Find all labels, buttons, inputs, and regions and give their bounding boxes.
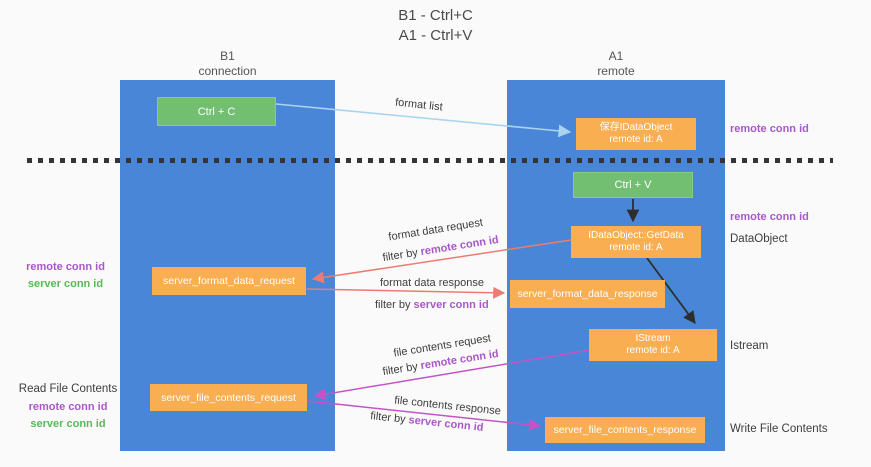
annotation-remote-conn-id-top: remote conn id: [730, 123, 809, 135]
annotation-server-conn-id-bottom: server conn id: [30, 417, 106, 430]
node-server-format-data-request: server_format_data_request: [152, 267, 306, 295]
edge-label-format-data-response: format data response: [380, 277, 484, 289]
node-idataobject-getdata-line1: IDataObject::GetData: [588, 229, 684, 241]
node-ctrl-v: Ctrl + V: [573, 172, 693, 198]
node-server-format-data-response-label: server_format_data_response: [517, 288, 658, 300]
left-lane-header: B1 connection: [120, 49, 335, 79]
filter-by-text: filter by: [381, 246, 419, 265]
node-istream-line2: remote id: A: [626, 345, 680, 356]
title-line-2: A1 - Ctrl+V: [398, 27, 473, 45]
node-server-file-contents-response-label: server_file_contents_response: [553, 424, 697, 436]
left-annotation-block-mid: remote conn id server conn id: [18, 259, 113, 293]
node-server-format-data-response: server_format_data_response: [510, 280, 665, 308]
arrow-format-data-response: [306, 286, 506, 299]
filter-by-text: filter by: [375, 299, 411, 311]
node-save-idataobject-line1: 保存IDataObject: [599, 121, 673, 133]
filter-by-text: filter by: [369, 410, 407, 426]
node-ctrl-c: Ctrl + C: [157, 97, 276, 126]
left-annotation-block-bottom: Read File Contents remote conn id server…: [18, 381, 118, 433]
left-lane-title: B1: [220, 49, 235, 63]
node-server-format-data-request-label: server_format_data_request: [163, 275, 295, 287]
annotation-remote-conn-id-bottom: remote conn id: [28, 400, 108, 413]
node-server-file-contents-response: server_file_contents_response: [545, 417, 705, 443]
node-istream-line1: IStream: [635, 332, 671, 344]
node-save-idataobject: 保存IDataObject remote id: A: [576, 118, 696, 150]
node-idataobject-getdata-line2: remote id: A: [609, 242, 663, 253]
annotation-read-file-contents: Read File Contents: [18, 383, 118, 395]
annotation-istream: Istream: [730, 340, 769, 352]
phase-divider-dashed-line: [27, 158, 833, 163]
filter-by-text: filter by: [381, 360, 419, 379]
annotation-dataobject: DataObject: [730, 233, 788, 245]
left-lane-subtitle: connection: [198, 64, 257, 78]
node-server-file-contents-request-label: server_file_contents_request: [161, 391, 296, 404]
node-server-file-contents-request: server_file_contents_request: [150, 384, 307, 411]
right-lane-header: A1 remote: [507, 49, 725, 79]
node-idataobject-getdata: IDataObject::GetData remote id: A: [571, 226, 701, 258]
diagram-title: B1 - Ctrl+C A1 - Ctrl+V: [0, 6, 871, 47]
node-ctrl-c-label: Ctrl + C: [197, 105, 236, 118]
title-line-1: B1 - Ctrl+C: [398, 7, 473, 24]
annotation-server-conn-id-left: server conn id: [27, 278, 104, 291]
filter-key-server-conn-id: server conn id: [413, 299, 489, 311]
node-istream: IStream remote id: A: [589, 329, 717, 361]
node-save-idataobject-line2: remote id: A: [609, 134, 663, 145]
annotation-remote-conn-id-left: remote conn id: [26, 261, 105, 273]
edge-label-format-list: format list: [394, 96, 444, 114]
annotation-remote-conn-id-mid: remote conn id: [730, 211, 809, 223]
right-lane-subtitle: remote: [597, 64, 635, 78]
right-lane-title: A1: [608, 49, 624, 63]
annotation-write-file-contents: Write File Contents: [730, 423, 828, 435]
filter-key-remote-conn-id: remote conn id: [419, 233, 500, 259]
node-ctrl-v-label: Ctrl + V: [614, 179, 652, 191]
filter-key-server-conn-id: server conn id: [407, 414, 484, 434]
